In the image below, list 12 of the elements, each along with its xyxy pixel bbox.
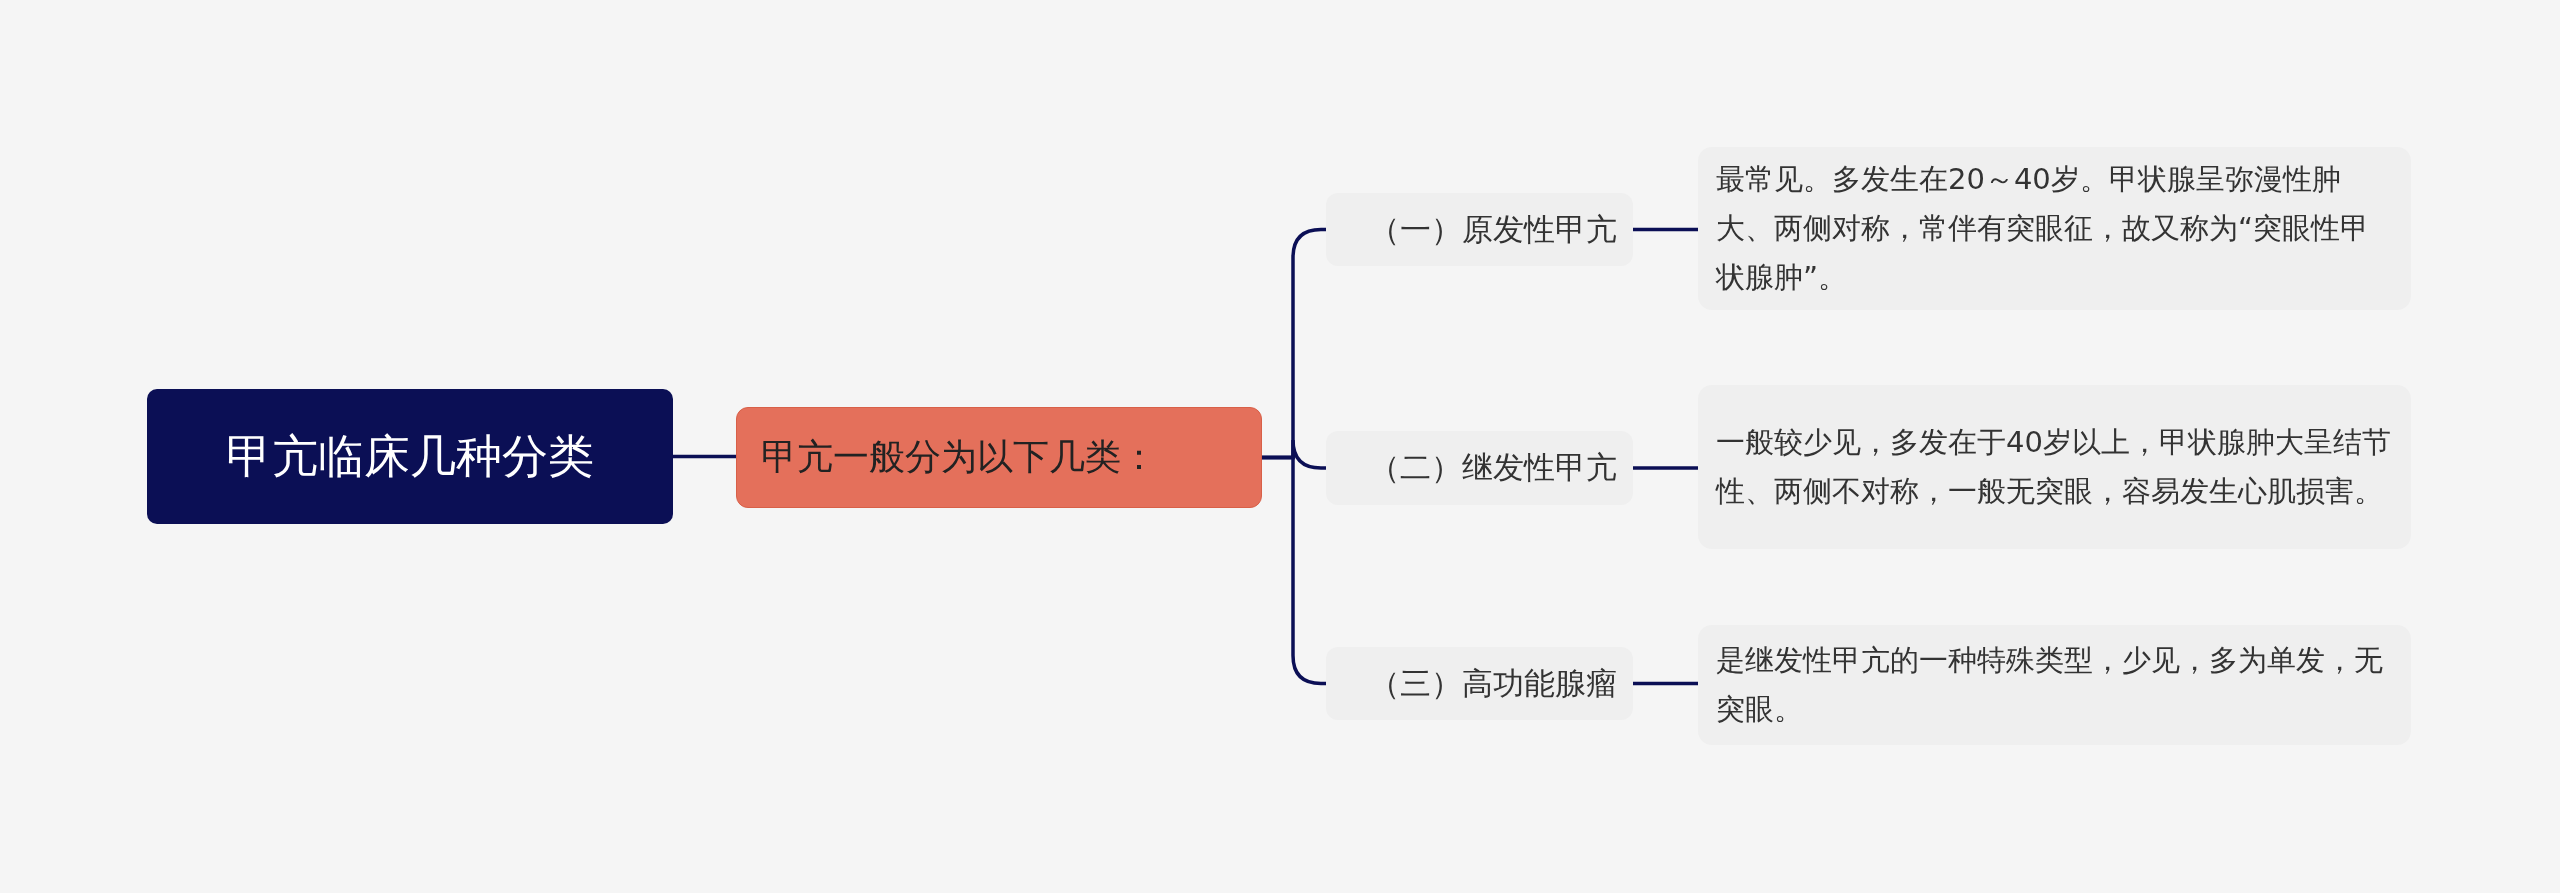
description-box: 最常见。多发生在20～40岁。甲状腺呈弥漫性肿大、两侧对称，常伴有突眼征，故又称为“突眼性甲状腺肿”。 [1698,147,2411,310]
description-box: 是继发性甲亢的一种特殊类型，少见，多为单发，无突眼。 [1698,625,2411,745]
connector-line [1633,227,1698,232]
category-box: （一）原发性甲亢 [1326,193,1633,266]
category-box: （二）继发性甲亢 [1326,431,1633,505]
connector-line [1633,681,1698,686]
topic-box: 甲亢一般分为以下几类： [736,407,1262,508]
description-box: 一般较少见，多发在于40岁以上，甲状腺肿大呈结节性、两侧不对称，一般无突眼，容易发生心肌损害。 [1698,385,2411,549]
title-box: 甲亢临床几种分类 [147,389,673,524]
category-box: （三）高功能腺瘤 [1326,647,1633,720]
connector-line [1633,466,1698,470]
connector-line [673,454,736,459]
